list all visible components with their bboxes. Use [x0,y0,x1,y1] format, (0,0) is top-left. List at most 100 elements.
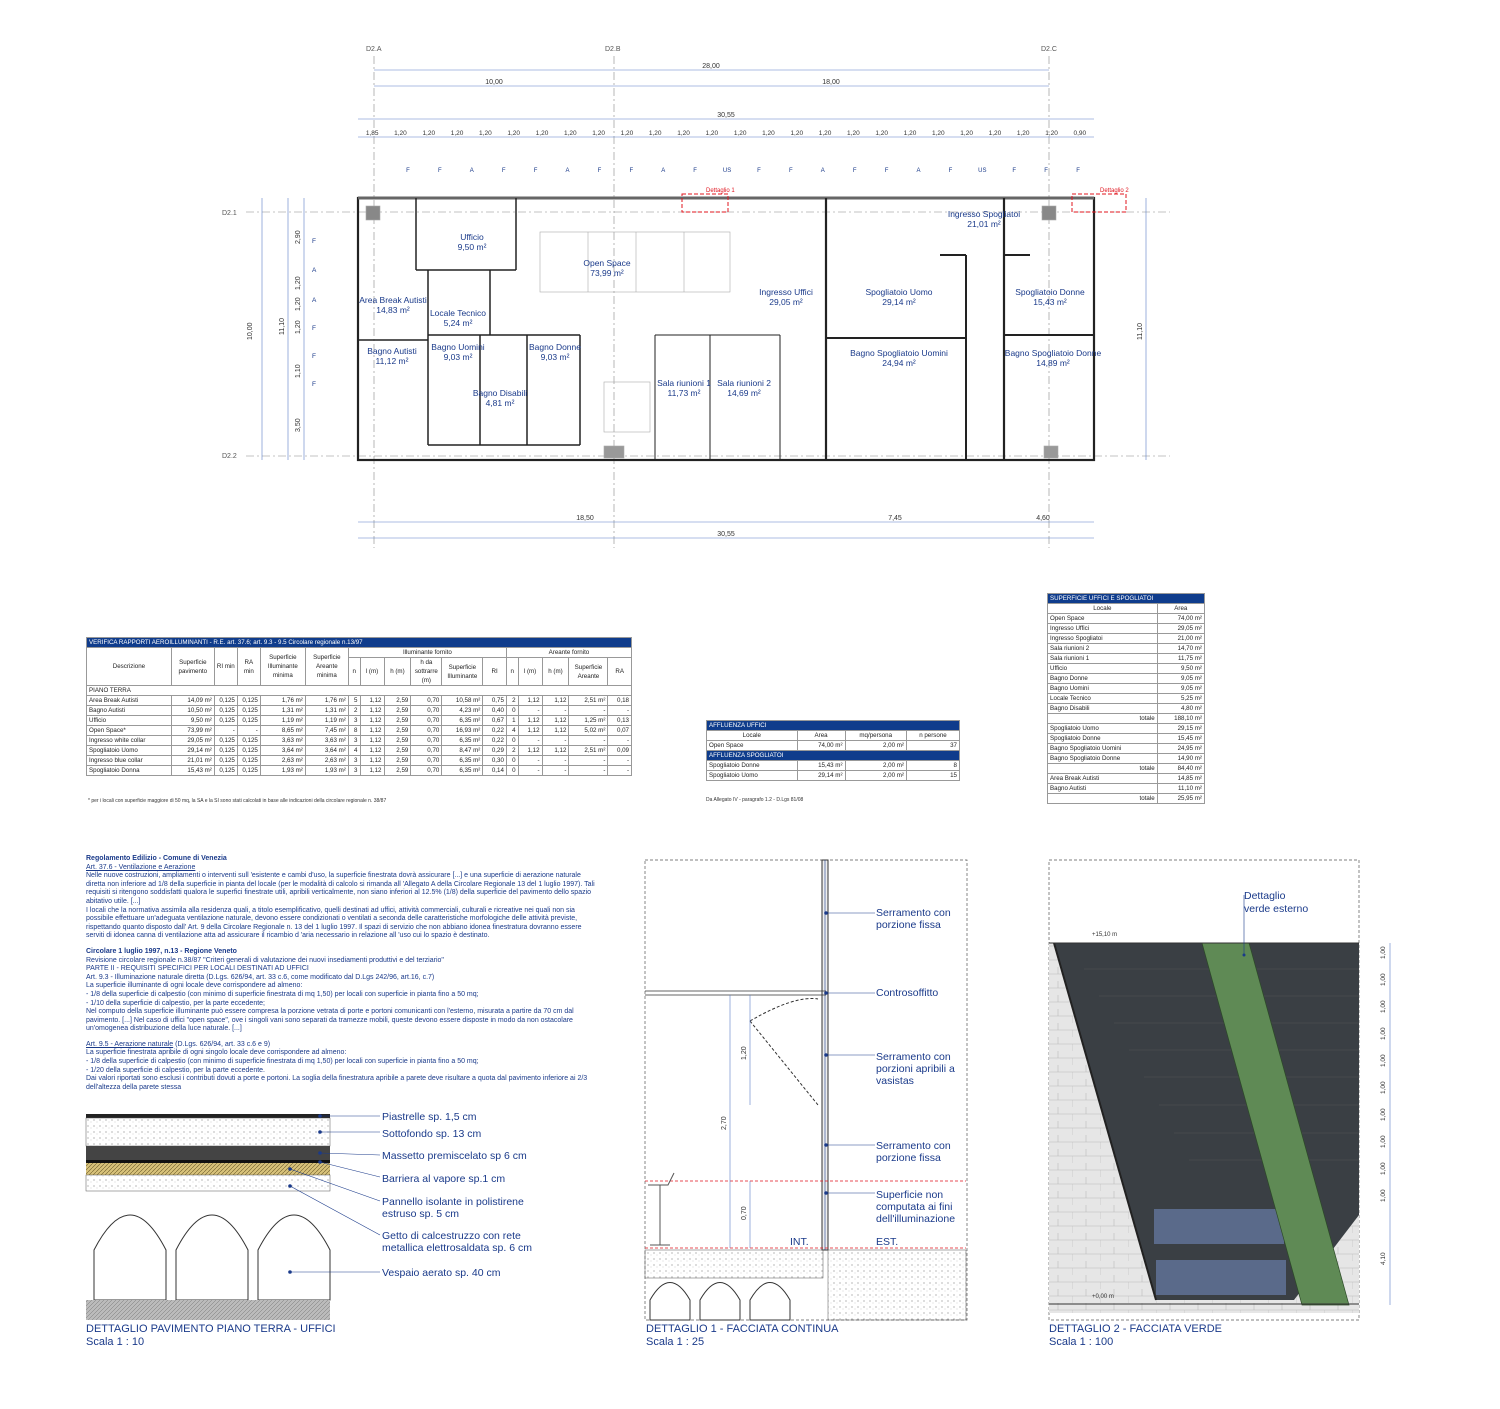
dim-3055-top: 30,55 [717,112,735,119]
table-cell: 1,19 m² [304,715,349,726]
module-dim: 1,20 [394,130,407,137]
table-cell: 1,12 [541,745,570,756]
room-name: Bagno Donne [529,342,581,352]
notes-p5: Art. 9.3 - Illuminazione naturale dirett… [86,973,435,981]
room-area: 21,01 m² [967,219,1001,229]
table-cell: Ingresso white collar [86,735,172,746]
floor-label-4: Barriera al vapore sp.1 cm [382,1173,505,1185]
module-dim: 1,20 [706,130,719,137]
table-cell: Bagno Uomini [1047,683,1158,694]
table-cell: 1,93 m² [304,765,349,776]
d1-label-1: Serramento con [876,907,951,919]
table-cell: 3,64 m² [259,745,306,756]
table-cell: 21,01 m² [170,755,215,766]
window-tag: F [757,168,761,174]
dim-bot-1850: 18,50 [576,515,594,522]
table-cell: 0,125 [213,755,238,766]
side-window-tags: FAA FFF [312,238,317,388]
table-cell: Bagno Disabili [1047,703,1158,714]
table-cell: 2,59 [383,745,412,756]
table-cell: 0 [505,705,519,716]
svg-text:F: F [312,381,316,388]
room-name: Bagno Autisti [367,346,417,356]
svg-text:A: A [312,267,317,274]
d2-dim: 1,00 [1380,946,1387,959]
table-cell: 1,12 [359,765,385,776]
table-cell: 1,12 [359,755,385,766]
col-ra-min: RA min [236,647,261,686]
table-cell: Ufficio [86,715,172,726]
col-sup-aer-min: Superficie Areante minima [304,647,349,686]
table-cell: 0,125 [213,715,238,726]
table-cell: 0,125 [213,735,238,746]
table-cell: 0,70 [410,715,443,726]
window-tag: F [502,168,506,174]
module-dim: 1,20 [564,130,577,137]
room-area: 73,99 m² [590,268,624,278]
module-dim: 1,20 [479,130,492,137]
table-cell: 1,12 [517,745,543,756]
table-cell: 3 [347,765,361,776]
table-cell: 1,76 m² [259,695,306,706]
detail-2-caption: DETTAGLIO 2 - FACCIATA VERDE [1049,1323,1222,1335]
module-dim: 1,20 [960,130,973,137]
notes-h1: Regolamento Edilizio - Comune di Venezia [86,855,227,862]
table-cell: 0,29 [482,745,507,756]
d1-label-5: porzioni apribili a [876,1063,955,1075]
module-dim: 1,20 [536,130,549,137]
bottom-dimensions [358,521,1094,539]
table-cell: 1,12 [359,695,385,706]
table-cell: 1,12 [359,745,385,756]
dim-left-i5: 1,10 [295,364,302,378]
table-cell: 2,59 [383,715,412,726]
table-affluenza-section: AFFLUENZA UFFICI [706,720,960,731]
table-cell: 0,125 [213,695,238,706]
table-cell: 9,50 m² [170,715,215,726]
module-dim: 1,20 [762,130,775,137]
table-cell: 4,23 m² [441,705,484,716]
module-dim: 1,20 [847,130,860,137]
table-cell: 15 [905,770,961,781]
floor-label-2: Sottofondo sp. 13 cm [382,1128,481,1140]
table-cell: - [541,765,570,776]
table-cell: 0,70 [410,705,443,716]
table-cell: 2,59 [383,735,412,746]
floor-label-7: Getto di calcestruzzo con rete [382,1230,521,1242]
table-cell: Locale Tecnico [1047,693,1158,704]
notes-p4: PARTE II - REQUISITI SPECIFICI PER LOCAL… [86,965,309,973]
window-tag: F [438,168,442,174]
table-cell: 29,14 m² [170,745,215,756]
table-cell: 0,125 [213,765,238,776]
d1-dim-070: 0,70 [741,1206,748,1220]
table-cell: 0,30 [482,755,507,766]
table-cell: 1,12 [541,725,570,736]
d2-dim: 1,00 [1380,1108,1387,1121]
table-cell: 0,70 [410,735,443,746]
table-cell: Area Break Autisti [86,695,172,706]
table-cell: Ingresso Uffici [1047,623,1158,634]
col-h: h (m) [383,657,412,686]
table-cell: 0,14 [482,765,507,776]
notes-p6: La superficie illuminante di ogni locale… [86,982,303,990]
col-sup-ill: Superficie Illuminante [441,657,484,686]
table-cell: Area [796,730,846,741]
room-name: Locale Tecnico [430,308,486,318]
room-area: 5,24 m² [444,318,473,328]
window-tag: F [1044,168,1048,174]
table-cell: 0,70 [410,765,443,776]
table-cell: 15,43 m² [170,765,215,776]
table-cell: 29,05 m² [170,735,215,746]
notes-p8: - 1/10 della superficie di calpestio, pe… [86,999,265,1007]
module-dim: 1,20 [507,130,520,137]
d2-dim: 1,00 [1380,1081,1387,1094]
table-affluenza-section: AFFLUENZA SPOGLIATOI [706,750,960,761]
module-dim: 1,20 [677,130,690,137]
